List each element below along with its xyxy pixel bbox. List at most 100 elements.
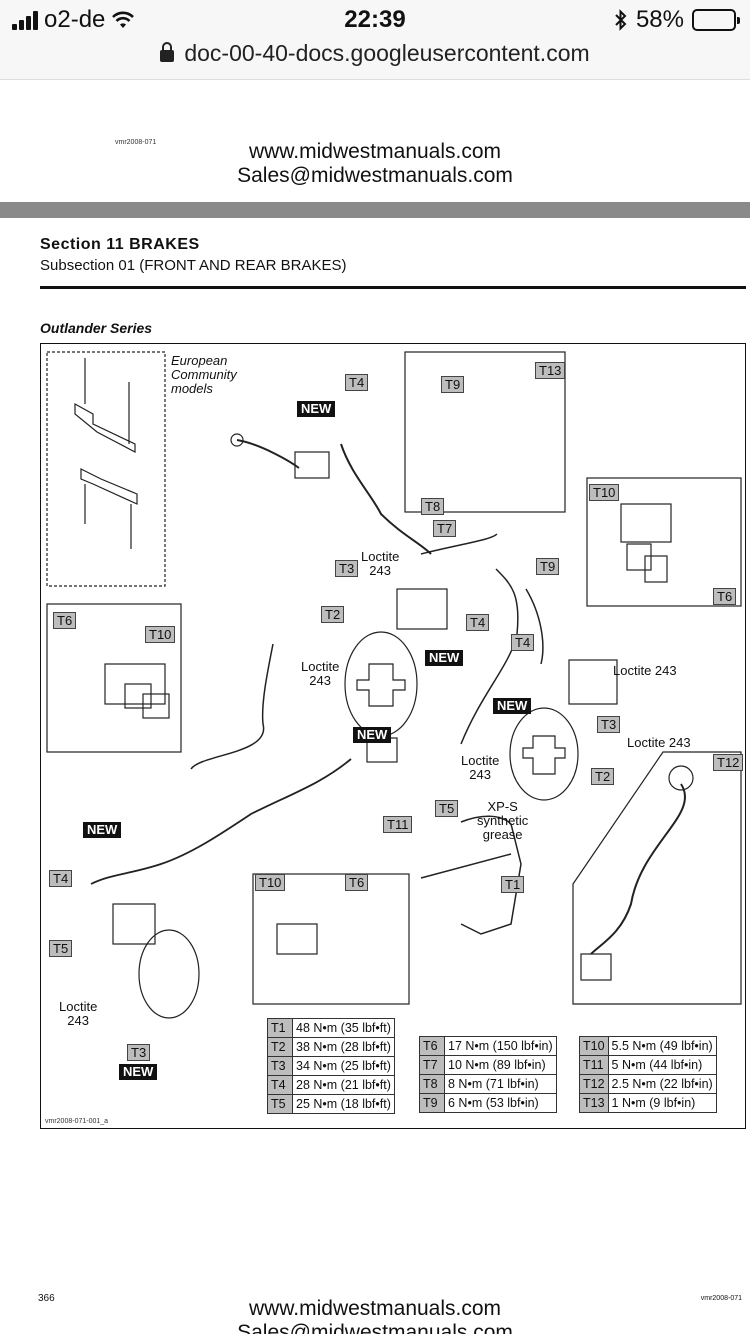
diagram-drawing: [46, 351, 742, 1019]
footer-email: Sales@midwestmanuals.com: [237, 1321, 513, 1334]
label-t1: T1: [501, 876, 525, 893]
torque-key: T10: [579, 1036, 609, 1056]
torque-key: T5: [267, 1094, 293, 1114]
footer-url: www.midwestmanuals.com: [248, 1297, 502, 1320]
label-t4-top: T4: [345, 374, 369, 391]
torque-value: 2.5 N•m (22 lbf•in): [607, 1074, 717, 1094]
loctite-label-4: Loctite 243: [627, 735, 691, 750]
new-tag-4: NEW: [353, 727, 392, 743]
status-bar: o2-de 22:39 58% doc-00-40-docs.googleuse…: [0, 0, 750, 80]
series-heading: Outlander Series: [40, 320, 153, 336]
address-bar[interactable]: doc-00-40-docs.googleusercontent.com: [0, 40, 750, 67]
label-t4-left: T4: [49, 870, 73, 887]
site-url: www.midwestmanuals.com: [248, 140, 502, 163]
battery-percent: 58%: [635, 6, 684, 33]
label-t6-left: T6: [53, 612, 77, 629]
torque-key: T4: [267, 1075, 293, 1095]
label-t5-left: T5: [49, 940, 73, 957]
label-t7: T7: [433, 520, 457, 537]
torque-value: 5.5 N•m (49 lbf•in): [607, 1036, 717, 1056]
label-t11: T11: [383, 816, 413, 833]
label-t12: T12: [713, 754, 744, 771]
torque-value: 28 N•m (21 lbf•ft): [292, 1075, 395, 1095]
cellular-signal-icon: [12, 10, 38, 30]
torque-value: 17 N•m (150 lbf•in): [444, 1036, 557, 1056]
brake-diagram: European Community models T4 NEW T9 T13 …: [40, 343, 746, 1129]
torque-key: T11: [579, 1055, 609, 1075]
page-number: 366: [38, 1293, 55, 1304]
new-tag-1: NEW: [297, 401, 336, 417]
torque-value: 38 N•m (28 lbf•ft): [292, 1037, 395, 1057]
carrier-name: o2-de: [44, 6, 106, 33]
footer-doc-code: vmr2008-071: [700, 1295, 742, 1302]
label-t4-right: T4: [511, 634, 535, 651]
torque-value: 48 N•m (35 lbf•ft): [292, 1018, 395, 1038]
battery-icon: [692, 9, 740, 31]
torque-value: 8 N•m (71 lbf•in): [444, 1074, 557, 1094]
label-t3-front: T3: [335, 560, 359, 577]
label-t6-right: T6: [713, 588, 737, 605]
label-t2-front: T2: [321, 606, 345, 623]
grease-label: XP-S synthetic grease: [477, 799, 529, 842]
label-t8: T8: [421, 498, 445, 515]
torque-key: T1: [267, 1018, 293, 1038]
torque-value: 10 N•m (89 lbf•in): [444, 1055, 557, 1075]
torque-key: T8: [419, 1074, 445, 1094]
lock-icon: [160, 42, 175, 62]
torque-key: T2: [267, 1037, 293, 1057]
torque-key: T6: [419, 1036, 445, 1056]
bluetooth-icon: [615, 9, 627, 31]
new-tag-6: NEW: [119, 1064, 158, 1080]
label-t2-right: T2: [591, 768, 615, 785]
label-t3-rear: T3: [127, 1044, 151, 1061]
label-t13: T13: [535, 362, 566, 379]
torque-key: T12: [579, 1074, 609, 1094]
label-t10-rear: T10: [255, 874, 286, 891]
label-t3-right: T3: [597, 716, 621, 733]
torque-value: 1 N•m (9 lbf•in): [607, 1093, 717, 1113]
header-rule: [40, 286, 746, 289]
torque-value: 5 N•m (44 lbf•in): [607, 1055, 717, 1075]
subsection-title: Subsection 01 (FRONT AND REAR BRAKES): [40, 257, 347, 274]
doc-code-top: vmr2008-071: [115, 139, 157, 146]
wifi-icon: [112, 11, 135, 28]
european-note: European Community models: [171, 353, 237, 396]
torque-value: 34 N•m (25 lbf•ft): [292, 1056, 395, 1076]
url-text: doc-00-40-docs.googleusercontent.com: [184, 40, 590, 66]
label-t5-mid: T5: [435, 800, 459, 817]
section-title: Section 11 BRAKES: [40, 236, 200, 253]
new-tag-3: NEW: [493, 698, 532, 714]
label-t6-rear: T6: [345, 874, 369, 891]
status-left: o2-de: [12, 6, 135, 34]
loctite-label-3: Loctite 243: [613, 663, 677, 678]
torque-key: T13: [579, 1093, 609, 1113]
site-email: Sales@midwestmanuals.com: [237, 164, 513, 187]
torque-value: 6 N•m (53 lbf•in): [444, 1093, 557, 1113]
label-t10-left: T10: [145, 626, 176, 643]
figure-code: vmr2008-071-001_a: [45, 1118, 109, 1125]
torque-key: T3: [267, 1056, 293, 1076]
status-right: 58%: [614, 6, 740, 34]
clock: 22:39: [344, 6, 406, 33]
divider-bar: [0, 202, 750, 218]
label-t9: T9: [536, 558, 560, 575]
